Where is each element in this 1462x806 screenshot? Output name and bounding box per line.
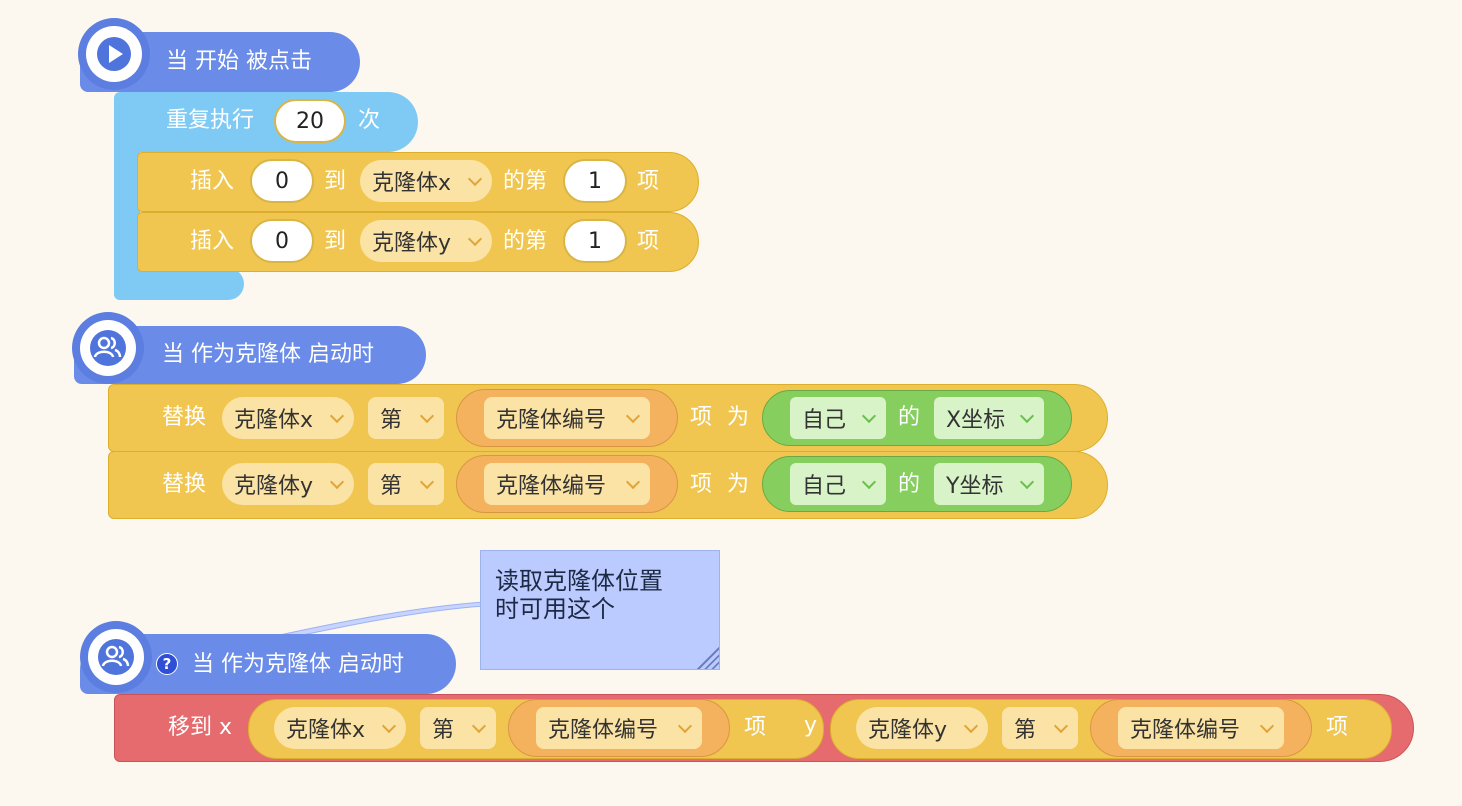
dropdown-value: 克隆体y	[234, 474, 314, 499]
chevron-down-icon	[625, 474, 641, 490]
insert-at-2: 的第	[503, 229, 548, 254]
dropdown-value: 克隆体编号	[548, 718, 659, 743]
dropdown-value: 克隆体x	[372, 171, 452, 196]
repeat-block[interactable]	[114, 92, 418, 152]
list-dropdown-clone-y[interactable]: 克隆体y	[360, 220, 492, 262]
chevron-down-icon	[329, 474, 345, 490]
dropdown-value: 第	[380, 474, 403, 499]
users-icon	[88, 629, 144, 685]
sensing-of-1: 的	[898, 405, 921, 430]
when-start-hat-label: 当 开始 被点击	[166, 49, 312, 74]
chevron-down-icon	[467, 231, 483, 247]
dropdown-value: 克隆体x	[286, 718, 366, 743]
property-dropdown-x[interactable]: X坐标	[934, 397, 1044, 439]
clone-hat-icon-bg	[80, 621, 152, 693]
start-hat-icon-bg	[78, 18, 150, 90]
repeat-block-foot	[114, 268, 244, 300]
sensing-of-2: 的	[898, 472, 921, 497]
list-dropdown-clone-y[interactable]: 克隆体y	[222, 463, 354, 505]
chevron-down-icon	[381, 718, 397, 734]
chevron-down-icon	[625, 408, 641, 424]
chevron-down-icon	[963, 718, 979, 734]
variable-dropdown-clone-id[interactable]: 克隆体编号	[536, 707, 702, 749]
nth-dropdown[interactable]: 第	[1002, 707, 1078, 749]
nth-dropdown[interactable]: 第	[420, 707, 496, 749]
comment-note[interactable]: 读取克隆体位置 时可用这个	[480, 550, 720, 670]
replace-verb-2: 替换	[162, 472, 207, 497]
move-item-x: 项	[744, 715, 767, 740]
chevron-down-icon	[419, 408, 435, 424]
dropdown-value: 克隆体编号	[496, 408, 607, 433]
insert-value-input-2[interactable]: 0	[250, 219, 314, 263]
repeat-label: 重复执行	[166, 108, 255, 133]
chevron-down-icon	[861, 474, 877, 490]
move-y-label: y	[804, 713, 818, 738]
insert-verb-2: 插入	[190, 229, 235, 254]
replace-as-2: 为	[727, 472, 750, 497]
dropdown-value: 克隆体编号	[496, 474, 607, 499]
target-dropdown-self[interactable]: 自己	[790, 397, 886, 439]
insert-at-1: 的第	[503, 169, 548, 194]
dropdown-value: Y坐标	[946, 474, 1004, 499]
dropdown-value: 第	[1014, 718, 1037, 743]
insert-index-input-2[interactable]: 1	[563, 219, 627, 263]
insert-index-input-1[interactable]: 1	[563, 159, 627, 203]
when-clone-starts-hat-label: 当 作为克隆体 启动时	[192, 652, 404, 677]
chevron-down-icon	[419, 474, 435, 490]
dropdown-value: X坐标	[946, 408, 1006, 433]
variable-dropdown-clone-id[interactable]: 克隆体编号	[484, 463, 650, 505]
repeat-suffix: 次	[358, 108, 381, 133]
dropdown-value: 克隆体y	[868, 718, 948, 743]
variable-dropdown-clone-id[interactable]: 克隆体编号	[484, 397, 650, 439]
move-item-y: 项	[1326, 715, 1349, 740]
nth-dropdown[interactable]: 第	[368, 397, 444, 439]
chevron-down-icon	[677, 718, 693, 734]
dropdown-value: 第	[380, 408, 403, 433]
dropdown-value: 克隆体x	[234, 408, 314, 433]
list-dropdown-clone-x[interactable]: 克隆体x	[360, 160, 492, 202]
chevron-down-icon	[1019, 474, 1035, 490]
insert-verb-1: 插入	[190, 169, 235, 194]
users-icon	[80, 320, 136, 376]
replace-as-1: 为	[727, 405, 750, 430]
resize-handle-icon[interactable]	[697, 647, 719, 669]
dropdown-value: 自己	[802, 408, 847, 433]
help-icon[interactable]: ?	[156, 653, 178, 675]
dropdown-value: 自己	[802, 474, 847, 499]
play-icon	[86, 26, 142, 82]
chevron-down-icon	[1259, 718, 1275, 734]
clone-hat-icon-bg	[72, 312, 144, 384]
chevron-down-icon	[471, 718, 487, 734]
dropdown-value: 克隆体编号	[1130, 718, 1241, 743]
insert-to-1: 到	[324, 169, 347, 194]
nth-dropdown[interactable]: 第	[368, 463, 444, 505]
list-dropdown-clone-x[interactable]: 克隆体x	[222, 397, 354, 439]
chevron-down-icon	[329, 408, 345, 424]
variable-dropdown-clone-id[interactable]: 克隆体编号	[1118, 707, 1284, 749]
repeat-count-input[interactable]: 20	[274, 99, 346, 143]
dropdown-value: 第	[432, 718, 455, 743]
replace-item-1: 项	[690, 405, 713, 430]
insert-value-input-1[interactable]: 0	[250, 159, 314, 203]
insert-suffix-1: 项	[637, 169, 660, 194]
list-dropdown-clone-y[interactable]: 克隆体y	[856, 707, 988, 749]
property-dropdown-y[interactable]: Y坐标	[934, 463, 1044, 505]
chevron-down-icon	[1019, 408, 1035, 424]
move-verb: 移到 x	[168, 715, 233, 740]
target-dropdown-self[interactable]: 自己	[790, 463, 886, 505]
when-clone-starts-hat-label: 当 作为克隆体 启动时	[162, 342, 374, 367]
list-dropdown-clone-x[interactable]: 克隆体x	[274, 707, 406, 749]
chevron-down-icon	[861, 408, 877, 424]
chevron-down-icon	[1053, 718, 1069, 734]
insert-suffix-2: 项	[637, 229, 660, 254]
chevron-down-icon	[467, 171, 483, 187]
comment-text[interactable]: 读取克隆体位置 时可用这个	[495, 567, 663, 623]
replace-item-2: 项	[690, 472, 713, 497]
insert-to-2: 到	[324, 229, 347, 254]
dropdown-value: 克隆体y	[372, 231, 452, 256]
replace-verb-1: 替换	[162, 405, 207, 430]
